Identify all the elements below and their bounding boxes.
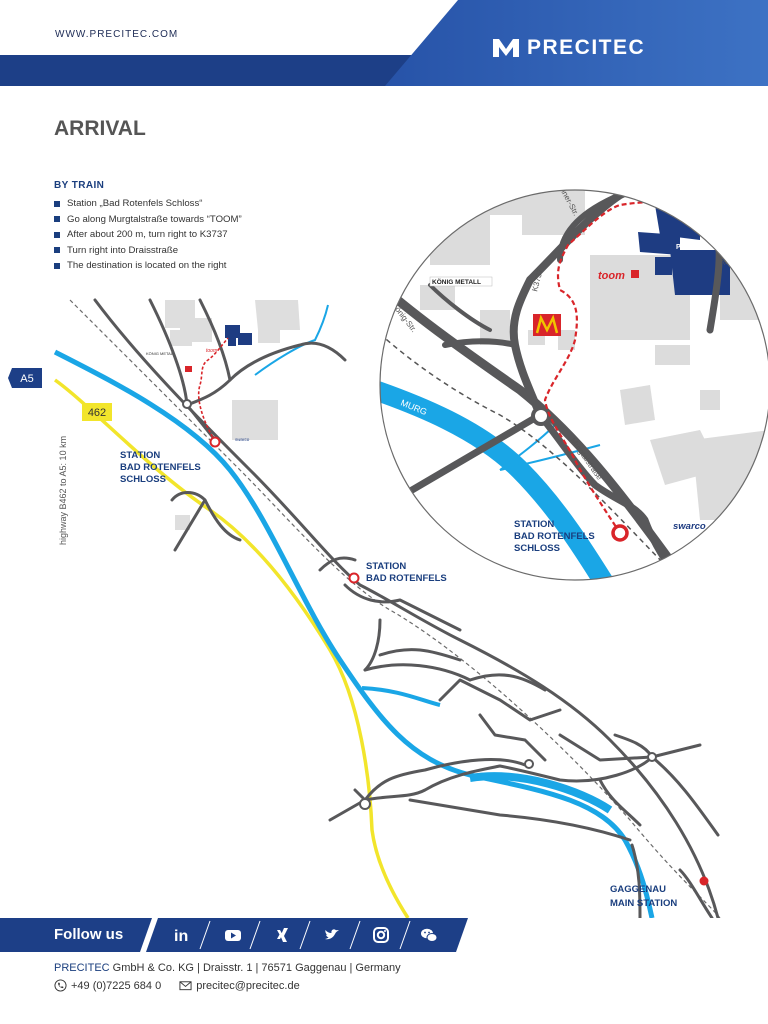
svg-text:BAD ROTENFELS: BAD ROTENFELS — [514, 531, 595, 542]
overview-roundabouts — [182, 399, 657, 810]
twitter-icon[interactable] — [318, 924, 346, 946]
mcdonalds-logo — [533, 314, 561, 336]
detail-station-label: STATION BAD ROTENFELS SCHLOSS — [514, 519, 595, 554]
mail-icon — [179, 981, 192, 991]
direction-step: Turn right into Draisstraße — [54, 243, 242, 259]
svg-text:KÖNIG METALL: KÖNIG METALL — [146, 351, 176, 356]
follow-us-label: Follow us — [54, 926, 124, 943]
direction-step: The destination is located on the right — [54, 258, 242, 274]
station-label: STATION — [366, 561, 406, 572]
bullet-square — [54, 200, 60, 207]
direction-step: After about 200 m, turn right to K3737 — [54, 227, 242, 243]
directions-heading: BY TRAIN — [54, 180, 105, 191]
overview-precitec-building — [225, 325, 252, 346]
station-marker-schloss[interactable] — [209, 436, 221, 448]
highway-462-badge: 462 — [82, 403, 112, 421]
station-marker-gaggenau[interactable] — [699, 876, 709, 886]
route-map[interactable]: KÖNIG METALL toom swarco — [0, 0, 768, 918]
bullet-square — [54, 216, 60, 223]
social-dividers — [199, 920, 411, 950]
email-link[interactable]: precitec@precitec.de — [196, 979, 300, 992]
footer-band — [0, 918, 468, 952]
detail-station-marker[interactable] — [611, 524, 629, 542]
wechat-icon[interactable] — [415, 924, 443, 946]
xing-icon[interactable] — [269, 924, 297, 946]
linkedin-icon[interactable]: in — [168, 924, 196, 946]
overview-map: KÖNIG METALL toom swarco — [8, 298, 721, 918]
station-label: SCHLOSS — [120, 474, 166, 485]
direction-step: Go along Murgtalstraße towards “TOOM” — [54, 212, 242, 228]
svg-text:swarco: swarco — [235, 437, 250, 442]
station-label: MAIN STATION — [610, 898, 677, 909]
youtube-icon[interactable] — [219, 924, 247, 946]
station-label: STATION — [120, 450, 160, 461]
river-channel — [469, 772, 613, 814]
swarco-logo: swarco — [673, 519, 732, 533]
website-url[interactable]: WWW.PRECITEC.COM — [55, 29, 179, 40]
svg-text:swarco: swarco — [673, 521, 706, 532]
overview-roads — [93, 298, 720, 918]
river-side-arm — [361, 686, 441, 707]
header-band — [0, 0, 768, 86]
svg-text:in: in — [174, 928, 188, 944]
precitec-logo: PRECITEC — [493, 36, 645, 60]
directions-list: Station „Bad Rotenfels Schloss“ Go along… — [54, 196, 242, 274]
station-marker-rotenfels[interactable] — [348, 572, 360, 584]
svg-text:KÖNIG METALL: KÖNIG METALL — [432, 277, 481, 286]
bullet-square — [54, 231, 60, 238]
toom-logo: toom — [598, 270, 639, 282]
svg-text:STATION: STATION — [514, 519, 554, 530]
address-text: GmbH & Co. KG | Draisstr. 1 | 76571 Gagg… — [109, 962, 401, 974]
brand-name: PRECITEC — [527, 36, 646, 59]
instagram-icon[interactable] — [367, 924, 395, 946]
svg-text:toom: toom — [598, 270, 625, 282]
highway-note: highway B462 to A5: 10 km — [58, 436, 68, 545]
svg-text:462: 462 — [88, 407, 106, 419]
river-tributary — [254, 304, 329, 376]
station-label: BAD ROTENFELS — [120, 462, 201, 473]
company-name: PRECITEC — [54, 962, 110, 974]
station-label: GAGGENAU — [610, 884, 666, 895]
detail-circle-border — [379, 189, 768, 581]
svg-text:A5: A5 — [20, 373, 33, 385]
precitec-logo-mark — [493, 39, 519, 57]
bullet-square — [54, 247, 60, 254]
station-labels: STATION BAD ROTENFELS SCHLOSS STATION BA… — [120, 450, 677, 909]
overview-buildings — [165, 300, 300, 530]
autobahn-a5-badge: A5 — [8, 368, 42, 388]
page-title: ARRIVAL — [54, 117, 146, 140]
svg-text:toom: toom — [206, 348, 217, 354]
street-label: Adolf-Dambach-Straße — [680, 548, 735, 621]
contact-line: +49 (0)7225 684 0 precitec@precitec.de — [54, 979, 300, 992]
koenig-metall-logo: KÖNIG METALL — [429, 276, 493, 287]
company-address: PRECITEC GmbH & Co. KG | Draisstr. 1 | 7… — [54, 962, 401, 974]
direction-step: Station „Bad Rotenfels Schloss“ — [54, 196, 242, 212]
walking-route — [197, 337, 229, 442]
phone-number[interactable]: +49 (0)7225 684 0 — [71, 979, 162, 992]
bullet-square — [54, 262, 60, 269]
station-label: BAD ROTENFELS — [366, 573, 447, 584]
highway-b462 — [53, 378, 410, 918]
phone-icon — [54, 979, 67, 992]
precitec-building-label: PRECITEC — [676, 244, 711, 251]
railway — [69, 299, 721, 918]
svg-text:SCHLOSS: SCHLOSS — [514, 543, 560, 554]
